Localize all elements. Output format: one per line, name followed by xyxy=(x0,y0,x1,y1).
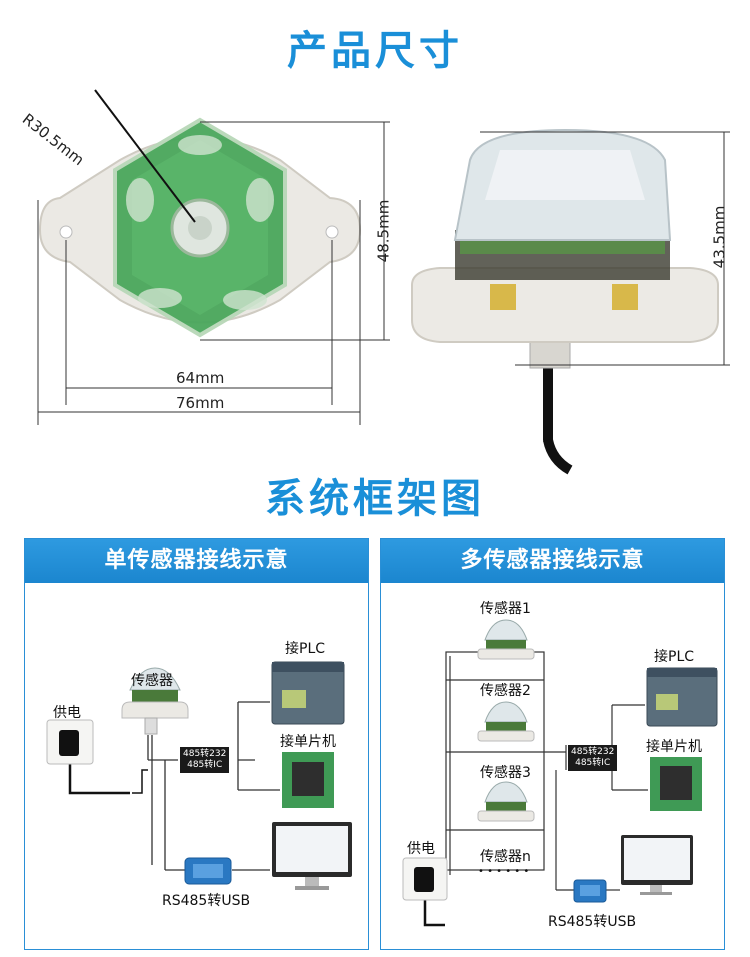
hole-spacing-dimension: 64mm xyxy=(176,369,225,387)
sensor-top-view xyxy=(38,89,362,338)
single-sensor-image xyxy=(121,667,189,735)
multi-usb-converter xyxy=(573,879,607,903)
single-sensor-label: 传感器 xyxy=(131,673,173,689)
single-sensor-panel: 单传感器接线示意 xyxy=(24,538,369,950)
multi-plc-device xyxy=(646,667,718,727)
left-dimension-lines xyxy=(37,121,390,425)
multi-usb-label: RS485转USB xyxy=(548,914,637,930)
single-computer xyxy=(272,822,352,890)
multi-sensor-1-label: 传感器1 xyxy=(480,601,531,617)
converter-line-2: 485转IC xyxy=(575,758,611,768)
multi-power-label: 供电 xyxy=(407,841,435,857)
height-dimension-right: 43.5mm xyxy=(710,205,729,269)
multi-sensor-3-image xyxy=(477,781,535,822)
right-dimension-lines xyxy=(480,131,730,366)
single-usb-converter xyxy=(184,857,232,885)
multi-panel-title: 多传感器接线示意 xyxy=(381,539,724,583)
single-plc-device xyxy=(271,661,345,725)
single-power-label: 供电 xyxy=(53,705,81,721)
multi-mcu-label: 接单片机 xyxy=(646,739,702,755)
product-size-heading: 产品尺寸 xyxy=(287,28,463,74)
single-mcu-board xyxy=(282,752,334,808)
multi-sensor-panel: 多传感器接线示意 xyxy=(380,538,725,950)
multi-sensor-n-label: 传感器n xyxy=(480,849,531,865)
multi-sensor-3-label: 传感器3 xyxy=(480,765,531,781)
multi-panel-wiring xyxy=(423,651,648,927)
multi-converter-label: 485转232 485转IC xyxy=(568,745,618,771)
converter-line-1: 485转232 xyxy=(183,749,227,759)
single-plc-label: 接PLC xyxy=(285,641,326,657)
more-sensors-dots: • • • • • • xyxy=(478,866,530,877)
sensor-side-view xyxy=(411,128,719,475)
multi-sensor-2-label: 传感器2 xyxy=(480,683,531,699)
multi-computer xyxy=(621,835,693,895)
single-power-socket xyxy=(46,719,94,765)
single-panel-wiring xyxy=(68,701,280,871)
system-diagram-heading: 系统框架图 xyxy=(265,476,485,522)
single-converter-label: 485转232 485转IC xyxy=(180,747,230,773)
single-mcu-label: 接单片机 xyxy=(280,734,336,750)
single-panel-title: 单传感器接线示意 xyxy=(25,539,368,583)
total-width-dimension: 76mm xyxy=(176,394,225,412)
multi-sensor-2-image xyxy=(477,701,535,742)
converter-line-2: 485转IC xyxy=(187,760,223,770)
multi-power-socket xyxy=(402,857,448,901)
multi-plc-label: 接PLC xyxy=(654,649,695,665)
converter-line-1: 485转232 xyxy=(571,747,615,757)
multi-mcu-board xyxy=(650,757,702,811)
multi-sensor-1-image xyxy=(477,619,535,660)
single-usb-label: RS485转USB xyxy=(162,893,251,909)
height-dimension-left: 48.5mm xyxy=(374,199,393,263)
